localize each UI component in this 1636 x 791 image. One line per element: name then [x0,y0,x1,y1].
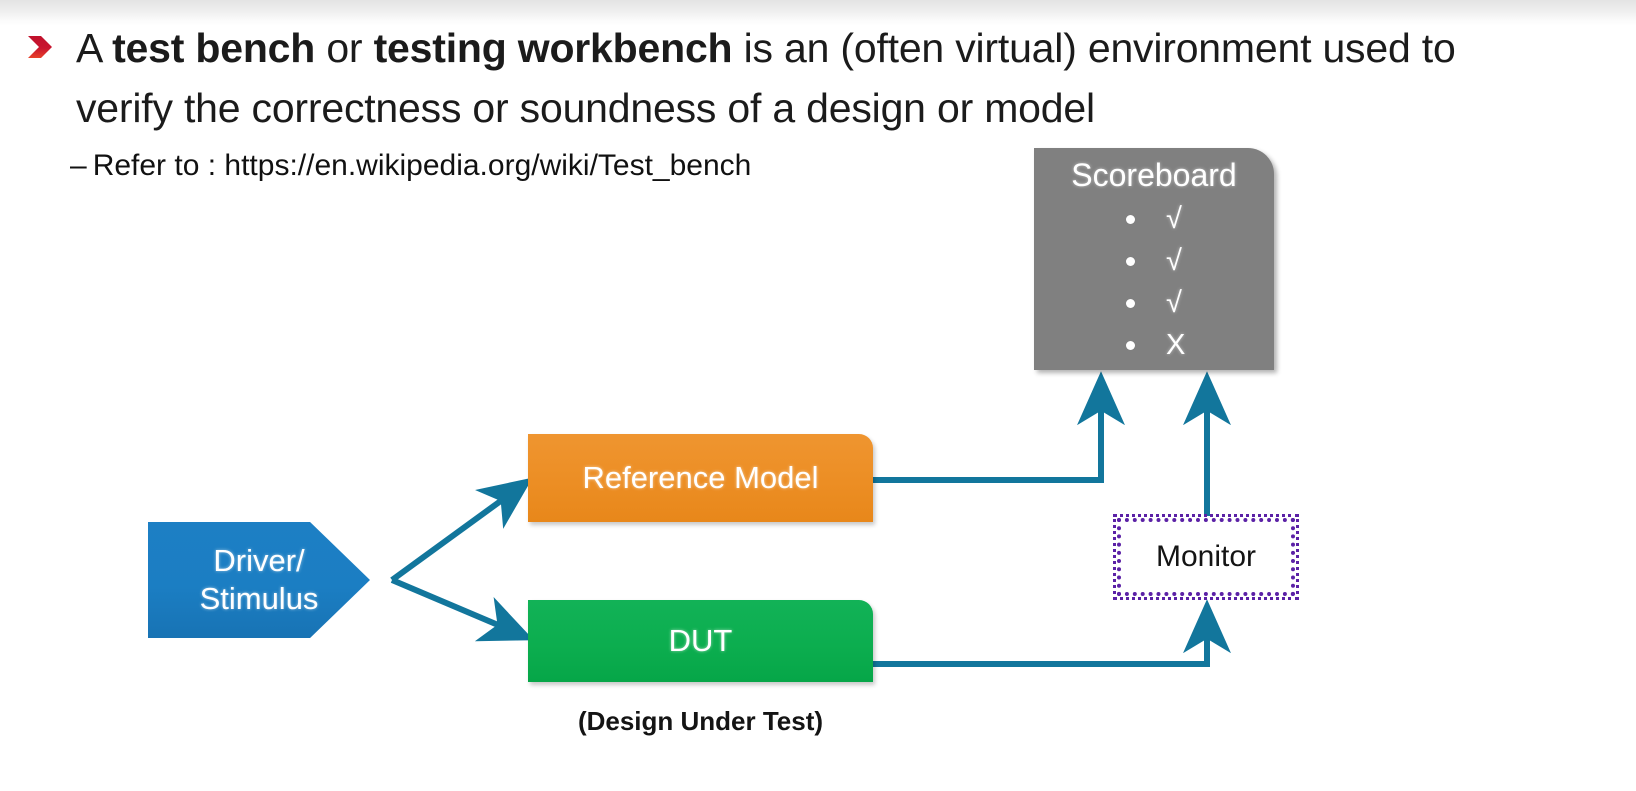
scoreboard-node[interactable]: Scoreboard √ √ √ X [1034,148,1274,370]
sub-bullet-row: –Refer to : https://en.wikipedia.org/wik… [70,146,751,186]
reference-model-label: Reference Model [582,460,819,495]
sub-bullet-text: Refer to : https://en.wikipedia.org/wiki… [92,149,752,182]
slide-top-gradient [0,0,1636,26]
bullet-text-bold-test-bench: test bench [112,25,316,71]
connector-reference-model-to-scoreboard [873,371,1125,483]
scoreboard-item: √ [1120,282,1274,324]
dut-node[interactable]: DUT [528,600,873,682]
bullet-text-bold-testing-workbench: testing workbench [373,25,733,71]
monitor-label: Monitor [1155,540,1257,573]
monitor-node[interactable]: Monitor [1113,514,1299,600]
scoreboard-item: √ [1120,198,1274,240]
connector-dut-to-monitor [873,599,1231,667]
scoreboard-list: √ √ √ X [1034,198,1274,366]
bullet-text-a: A [76,25,113,71]
scoreboard-item: √ [1120,240,1274,282]
driver-label-line2: Stimulus [199,581,319,616]
connector-driver-to-dut [390,577,534,642]
chevron-right-bullet-icon [28,36,52,58]
bullet-paragraph: A test bench or testing workbench is an … [76,18,1516,138]
sub-bullet-dash: – [70,149,87,182]
reference-model-node[interactable]: Reference Model [528,434,873,522]
scoreboard-item: X [1120,324,1274,366]
scoreboard-title: Scoreboard [1071,157,1237,193]
connector-driver-to-reference-model [390,477,533,583]
dut-label: DUT [668,623,733,658]
bullet-text-c: or [315,25,374,71]
dut-caption: (Design Under Test) [577,706,824,736]
driver-label-line1: Driver/ [213,543,305,578]
bullet-text-e: is an (often virtual) environment used t… [76,25,1456,131]
